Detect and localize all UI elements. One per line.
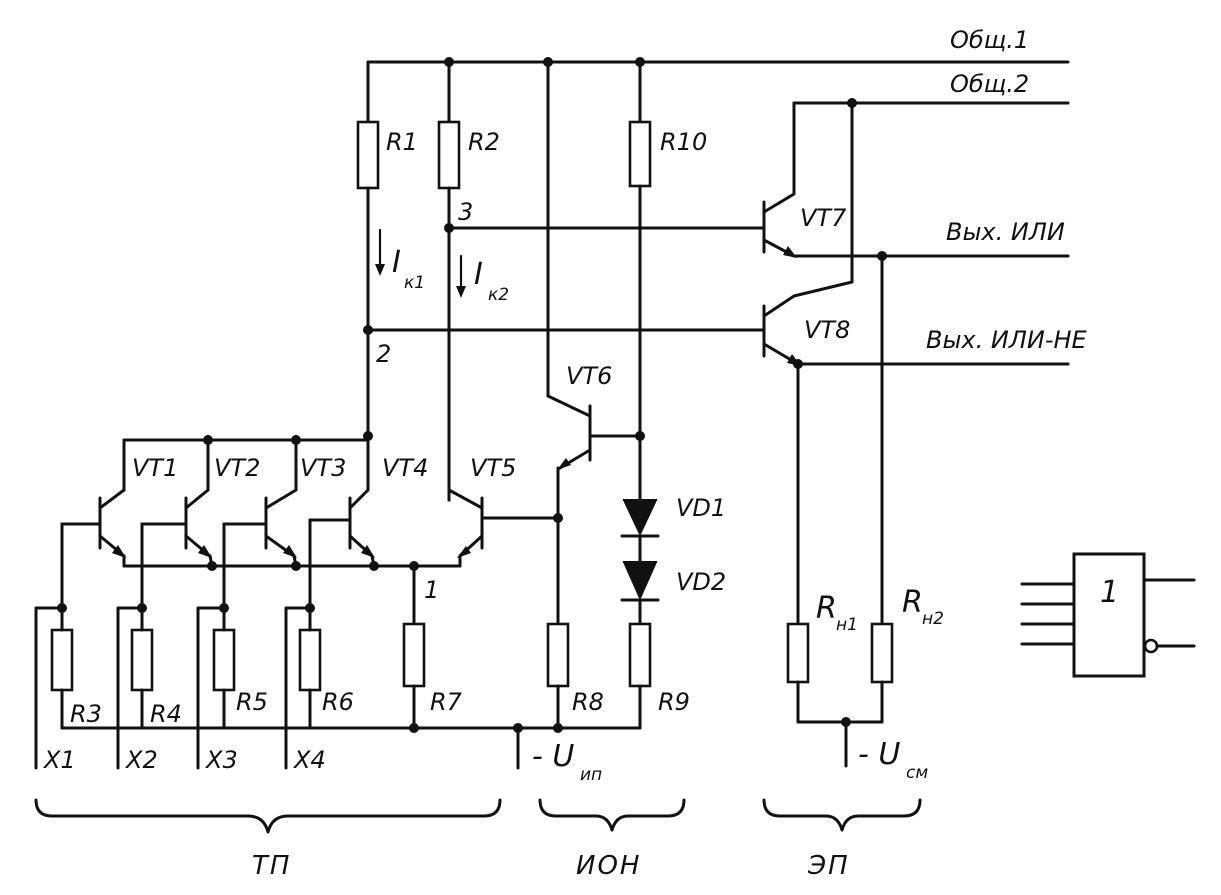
node-2-label: 2	[376, 340, 391, 368]
input-x4-label: X4	[292, 746, 326, 774]
input-x2-label: X2	[124, 746, 158, 774]
rn1-subscript: н1	[836, 615, 858, 635]
block-ep-label: ЭП	[807, 851, 850, 881]
vt4-label: VT4	[382, 454, 428, 482]
resistor-r10	[628, 60, 652, 502]
vt2-label: VT2	[214, 454, 260, 482]
rn2-subscript: н2	[922, 609, 944, 629]
transistor-vt3	[222, 438, 298, 610]
common1-label: Общ.1	[950, 26, 1029, 54]
node-3-label: 3	[458, 198, 473, 226]
resistor-r7	[402, 564, 426, 730]
output-or-label: Вых. ИЛИ	[946, 218, 1065, 246]
current-ik2-arrow	[456, 254, 466, 298]
resistor-r5	[212, 606, 236, 730]
r9-label: R9	[658, 688, 690, 716]
brace-ion	[538, 798, 686, 832]
input-x4-lead	[284, 606, 312, 770]
input-x1-label: X1	[42, 746, 76, 774]
node-1-label: 1	[424, 576, 439, 604]
brace-tp	[34, 798, 502, 834]
resistor-rn1	[786, 362, 810, 724]
rn2-label: R	[902, 585, 923, 620]
input-x1-lead	[34, 606, 64, 770]
rn1-label: R	[816, 591, 837, 626]
supply-ucm-subscript: см	[906, 763, 928, 783]
supply-uip-subscript: ип	[580, 765, 602, 785]
r1-label: R1	[386, 128, 418, 156]
r6-label: R6	[322, 688, 354, 716]
vt8-label: VT8	[804, 316, 850, 344]
resistor-r8	[546, 516, 570, 730]
brace-ep	[762, 798, 922, 832]
supply-ucm-label: - U	[858, 737, 900, 772]
transistor-vt5	[447, 488, 560, 568]
common2-label: Общ.2	[950, 70, 1029, 98]
resistor-rn2	[870, 254, 894, 724]
resistor-r3	[50, 606, 74, 730]
vt7-label: VT7	[800, 204, 847, 232]
block-ion-label: ИОН	[576, 851, 641, 881]
current-ik1-arrow	[375, 228, 385, 276]
vt3-label: VT3	[300, 454, 346, 482]
resistor-r6	[298, 606, 322, 730]
junction-r2-top	[444, 57, 454, 67]
resistor-r9	[628, 622, 652, 730]
or-nor-gate-symbol	[1020, 552, 1196, 678]
output-nor-label: Вых. ИЛИ-НЕ	[926, 326, 1088, 354]
transistor-vt4	[308, 438, 376, 610]
transistor-vt2	[140, 438, 214, 610]
r3-label: R3	[70, 700, 102, 728]
r4-label: R4	[150, 700, 182, 728]
transistor-vt7	[762, 101, 1070, 258]
vd1-label: VD1	[676, 494, 726, 522]
r7-label: R7	[430, 688, 463, 716]
current-ik1-subscript: к1	[404, 273, 425, 293]
current-ik2-subscript: к2	[488, 285, 509, 305]
transistor-vt1	[60, 438, 126, 610]
r5-label: R5	[236, 688, 268, 716]
vt6-label: VT6	[566, 362, 612, 390]
diode-vd2	[620, 561, 660, 626]
vd2-label: VD2	[676, 568, 726, 596]
gate-symbol-label: 1	[1100, 575, 1119, 610]
r2-label: R2	[468, 128, 500, 156]
r10-label: R10	[660, 128, 707, 156]
current-ik1-label: I	[392, 245, 401, 280]
current-ik2-label: I	[474, 257, 483, 292]
resistor-r4	[130, 606, 154, 730]
input-x3-label: X3	[204, 746, 238, 774]
input-x3-lead	[196, 606, 226, 770]
r8-label: R8	[572, 688, 604, 716]
transistor-vt6	[546, 60, 642, 520]
resistor-r1	[356, 60, 380, 434]
vt5-label: VT5	[470, 454, 516, 482]
supply-uip-label: - U	[532, 739, 574, 774]
diode-vd1	[620, 499, 660, 564]
vt1-label: VT1	[132, 454, 178, 482]
input-x2-lead	[116, 606, 144, 770]
resistor-r2	[437, 60, 461, 502]
block-tp-label: ТП	[252, 851, 291, 881]
